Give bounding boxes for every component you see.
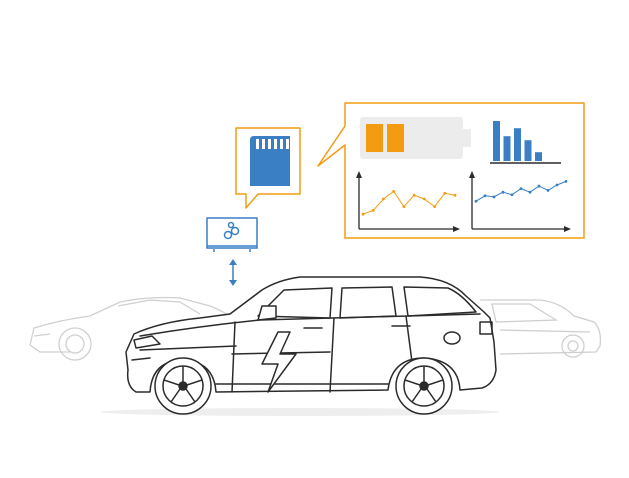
bar: [524, 140, 532, 161]
data-point: [361, 212, 365, 216]
sd-card-icon: [250, 136, 290, 186]
data-point: [402, 205, 406, 209]
battery-charge-fill: [366, 124, 404, 152]
data-point: [564, 180, 568, 183]
bar: [535, 152, 542, 161]
data-point: [492, 195, 496, 199]
front-wheel: [154, 357, 212, 415]
bar-chart-icon: [490, 121, 561, 164]
bar: [503, 136, 511, 161]
data-point: [474, 199, 478, 203]
data-point: [519, 187, 523, 191]
data-point: [537, 184, 541, 188]
bar: [493, 121, 500, 161]
ground-shadow: [100, 408, 500, 416]
line-chart-right: [469, 171, 571, 232]
data-point: [392, 190, 396, 193]
line-chart-right-series: [474, 180, 568, 203]
bar: [514, 128, 521, 161]
data-point: [371, 209, 375, 212]
data-point: [528, 190, 532, 194]
data-point: [443, 191, 447, 195]
battery-icon: [360, 117, 471, 159]
battery-cell: [366, 124, 383, 152]
rear-wheel: [395, 357, 453, 415]
line-chart-left: [356, 171, 460, 232]
battery-cell: [387, 124, 404, 152]
background-car-right: [480, 299, 602, 358]
bidirectional-arrow-icon: [229, 259, 237, 286]
lightning-bolt-icon: [261, 331, 297, 393]
line-chart-left-series: [361, 190, 457, 216]
data-point: [382, 197, 385, 201]
data-point: [412, 193, 416, 197]
data-point: [555, 183, 559, 187]
data-logger-icon: [206, 217, 258, 252]
data-point: [546, 189, 550, 192]
data-point: [433, 205, 436, 209]
data-point: [422, 197, 426, 201]
data-point: [510, 193, 514, 197]
data-point: [483, 194, 487, 198]
data-point: [501, 190, 505, 194]
background-car-left: [29, 296, 233, 361]
data-point: [453, 193, 457, 197]
series-line: [362, 190, 456, 215]
